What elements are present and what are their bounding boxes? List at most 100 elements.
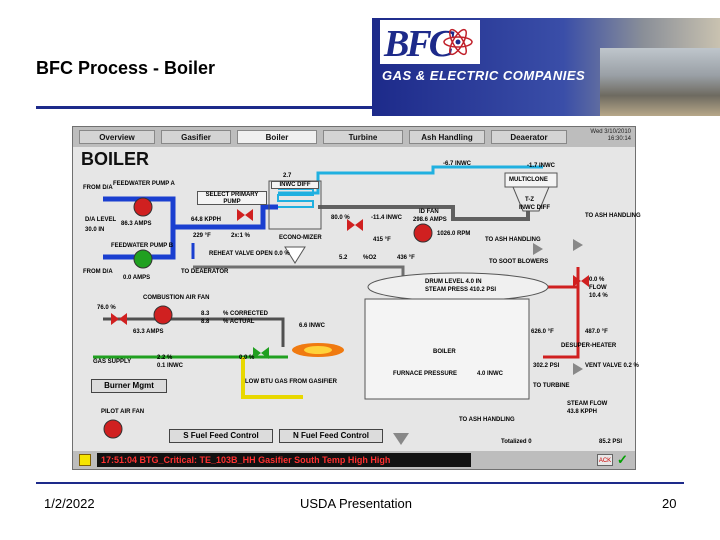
n-fuel-feed-control-button[interactable]: N Fuel Feed Control [279, 429, 383, 443]
feedwater-temp: 229 °F [193, 233, 211, 239]
to-turbine-label: TO TURBINE [533, 383, 570, 389]
attemperator-flow-pct: 0.0 % [589, 277, 605, 283]
title-divider [36, 106, 372, 109]
gas-supply-label: GAS SUPPLY [93, 359, 132, 365]
multiclone-outlet-pressure: -1.7 INWC [527, 163, 556, 169]
atom-icon [443, 28, 473, 56]
combustion-fan-amps: 63.3 AMPS [133, 329, 164, 335]
logo-letters: BFC [384, 23, 454, 65]
to-ash-handling-2: TO ASH HANDLING [585, 213, 641, 219]
o2-corrected-label: % CORRECTED [223, 311, 269, 317]
slide-title: BFC Process - Boiler [36, 58, 216, 78]
id-fan-amps: 298.6 AMPS [413, 217, 447, 223]
windbox-inwc: 6.6 INWC [299, 323, 326, 329]
steam-pressure: STEAM PRESS 410.2 PSI [425, 287, 497, 293]
footer-date: 1/2/2022 [44, 496, 95, 511]
steam-flow-value: 43.8 KPPH [567, 409, 598, 415]
ack-alarm-button[interactable]: ACK [597, 454, 613, 466]
id-fan-label: ID FAN [419, 209, 439, 215]
o2-value: 5.2 [339, 255, 348, 261]
scada-date: Wed 3/10/2010 [590, 129, 631, 135]
o2-actual-label: % ACTUAL [223, 319, 255, 325]
pilot-air-fan-label: PILOT AIR FAN [101, 409, 145, 415]
boiler-screen-title: BOILER [81, 149, 150, 169]
tab-gasifier[interactable]: Gasifier [161, 130, 231, 144]
boiler-label: BOILER [433, 349, 456, 355]
logo-company-name: GAS & ELECTRIC COMPANIES [382, 68, 586, 83]
reheat-valve-label: REHEAT VALVE OPEN 0.0 % [209, 251, 290, 257]
tab-overview[interactable]: Overview [79, 130, 155, 144]
footer-presentation-name: USDA Presentation [300, 496, 413, 511]
boiler-process-diagram: BOILER FROM D/A FEEDWATER PUMP A 86.3 AM… [73, 147, 641, 451]
footer-page-number: 20 [662, 496, 677, 511]
desuperheater-label: DESUPER-HEATER [561, 343, 617, 349]
alarm-bell-icon[interactable] [79, 454, 91, 466]
to-ash-handling-1: TO ASH HANDLING [485, 237, 541, 243]
attemperator-flow-value: 10.4 % [589, 293, 608, 299]
scada-window: Overview Gasifier Boiler Turbine Ash Han… [72, 126, 641, 470]
econo-inwc-diff: INWC DIFF [271, 181, 319, 189]
plant-photo [600, 48, 720, 116]
company-logo-banner: BFC GAS & ELECTRIC COMPANIES [372, 18, 720, 116]
gas-valve-pct: 2.2 % [157, 355, 173, 361]
o2-unit: %O2 [363, 255, 377, 261]
footer-divider [36, 482, 684, 484]
furnace-top-pressure: -6.7 INWC [443, 161, 472, 167]
select-primary-pump-box[interactable]: SELECT PRIMARY PUMP [197, 191, 267, 205]
economizer-label: ECONO-MIZER [279, 235, 322, 241]
logo-emblem: BFC [380, 20, 480, 65]
to-soot-blowers: TO SOOT BLOWERS [489, 259, 549, 265]
from-da-label-1: FROM D/A [83, 185, 113, 191]
feedwater-pump-a-label: FEEDWATER PUMP A [113, 181, 175, 187]
superheat-temp: 626.0 °F [531, 329, 554, 335]
multiclone-label: MULTICLONE [509, 177, 548, 183]
s-fuel-feed-control-button[interactable]: S Fuel Feed Control [169, 429, 273, 443]
feedwater-valve-ratio: 2x:1 % [231, 233, 251, 239]
from-da-label-2: FROM D/A [83, 269, 113, 275]
id-fan-inlet-inwc: -11.4 INWC [371, 215, 403, 221]
tab-boiler[interactable]: Boiler [237, 130, 317, 144]
da-level-label: D/A LEVEL [85, 217, 117, 223]
flue-temp-436: 436 °F [397, 255, 415, 261]
furnace-pressure-label: FURNACE PRESSURE [393, 371, 458, 377]
alarm-bar: 17:51:04 BTG_Critical: TE_103B_HH Gasifi… [73, 451, 635, 469]
to-ash-handling-3: TO ASH HANDLING [459, 417, 515, 423]
id-fan-rpm: 1026.0 RPM [437, 231, 471, 237]
to-deaerator-label: TO DEAERATOR [181, 269, 229, 275]
pump-b-amps: 0.0 AMPS [123, 275, 151, 281]
tab-ash-handling[interactable]: Ash Handling [409, 130, 485, 144]
header-pressure: 85.2 PSI [599, 439, 623, 445]
totalized-flow: Totalized 0 [501, 439, 532, 445]
feedwater-flow-kpph: 64.8 KPPH [191, 217, 222, 223]
low-btu-gas-label: LOW BTU GAS FROM GASIFIER [245, 379, 337, 385]
scada-nav-bar: Overview Gasifier Boiler Turbine Ash Han… [73, 127, 635, 147]
damper-pct: 80.0 % [331, 215, 350, 221]
outlet-steam-pressure: 302.2 PSI [533, 363, 560, 369]
feedwater-pump-b-label: FEEDWATER PUMP B [111, 243, 174, 249]
active-alarm-message[interactable]: 17:51:04 BTG_Critical: TE_103B_HH Gasifi… [97, 453, 471, 467]
o2-corrected-value: 8.3 [201, 311, 210, 317]
multiclone-tz: T-Z [525, 197, 534, 203]
attemperator-flow-label: FLOW [589, 285, 607, 291]
gas-inwc: 0.1 INWC [157, 363, 184, 369]
burner-mgmt-button[interactable]: Burner Mgmt [91, 379, 167, 393]
check-icon[interactable]: ✓ [617, 452, 628, 467]
steam-temp-487: 487.0 °F [585, 329, 608, 335]
tab-deaerator[interactable]: Deaerator [491, 130, 567, 144]
vent-valve-label: VENT VALVE 0.2 % [585, 363, 639, 369]
combustion-damper-pct: 76.0 % [97, 305, 116, 311]
da-level-value: 30.0 IN [85, 227, 105, 233]
furnace-pressure-value: 4.0 INWC [477, 371, 504, 377]
pump-a-amps: 86.3 AMPS [121, 221, 152, 227]
o2-actual-value: 8.8 [201, 319, 210, 325]
burner-valve-pct: 0.0 % [239, 355, 255, 361]
scada-clock: Wed 3/10/2010 16:30:14 [590, 129, 631, 143]
tab-turbine[interactable]: Turbine [323, 130, 403, 144]
drum-level: DRUM LEVEL 4.0 IN [425, 279, 482, 285]
steam-flow-label: STEAM FLOW [567, 401, 608, 407]
scada-time: 16:30:14 [607, 136, 631, 142]
flue-temp-415: 415 °F [373, 237, 391, 243]
econo-inwc-value: 2.7 [283, 173, 292, 179]
multiclone-diff: INWC DIFF [519, 205, 550, 211]
process-piping [93, 165, 589, 445]
